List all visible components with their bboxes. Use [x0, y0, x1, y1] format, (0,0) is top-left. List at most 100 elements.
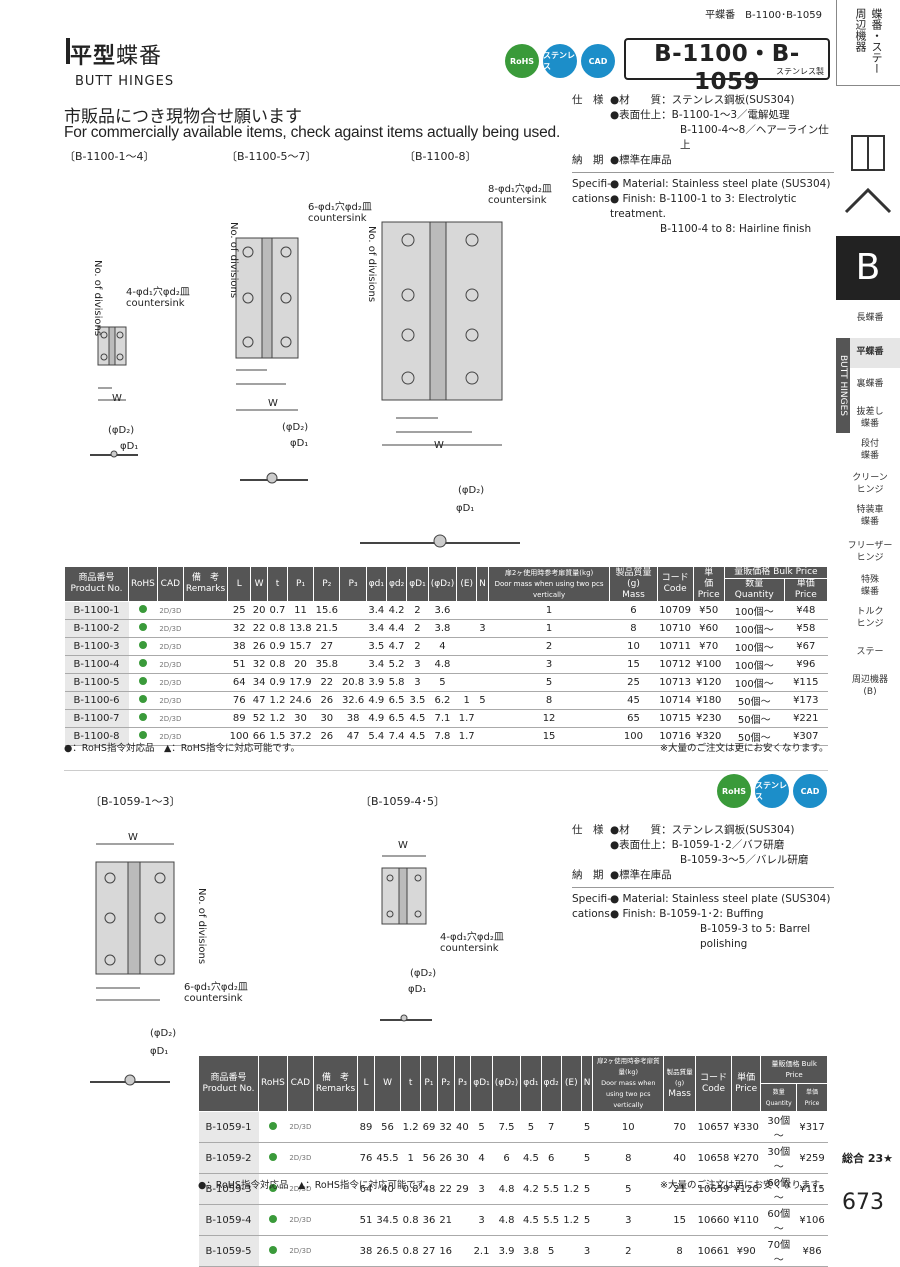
table-cell: 100個～ [724, 655, 785, 674]
table-cell: 100個～ [724, 673, 785, 692]
table-cell: 34 [250, 673, 268, 692]
cad-cell: 2D/3D [287, 1204, 314, 1236]
table-cell: 20 [287, 655, 314, 674]
col-header: P₃ [339, 566, 367, 602]
table-cell [476, 655, 489, 674]
table-cell: 38 [227, 637, 251, 656]
cad-badge-icon[interactable]: CAD [793, 774, 827, 808]
table-cell: 22 [313, 673, 340, 692]
table-cell: 32.6 [339, 691, 367, 710]
cad-cell: 2D/3D [287, 1111, 314, 1143]
sidebar-item[interactable]: クリーン ヒンジ [852, 473, 888, 495]
cad-cell: 2D/3D [157, 601, 184, 620]
drawing-label: 〔B-1100-1～4〕 [64, 150, 155, 163]
spec-label: 仕 様 [572, 94, 604, 106]
col-header: 商品番号 [78, 573, 115, 583]
table-cell [456, 619, 477, 638]
cad-badge-icon[interactable]: CAD [581, 44, 615, 78]
rohs-cell [128, 655, 158, 674]
table-cell: 64 [227, 673, 251, 692]
product-number-cell: B-1100-5 [64, 673, 129, 692]
table-cell: 3 [470, 1173, 493, 1205]
badge-group: RoHS ステンレス CAD [505, 44, 615, 78]
table-cell: 15.7 [287, 637, 314, 656]
table-cell: 32 [227, 619, 251, 638]
sidebar-item[interactable]: 裏蝶番 [856, 379, 884, 389]
spec-line: ●標準在庫品 [610, 869, 672, 881]
table-cell: 45.5 [374, 1142, 401, 1174]
spec-block-1: 仕 様●材 質：ステンレス鋼板(SUS304) ●表面仕上：B-1100-1～3… [572, 93, 834, 237]
col-header: 扉2ヶ使用時参考扉質量(kg) [596, 1057, 660, 1076]
rohs-cell [128, 709, 158, 728]
sidebar-item[interactable]: 段付 蝶番 [860, 439, 879, 461]
remarks-cell [183, 637, 228, 656]
table-cell: ¥120 [693, 673, 725, 692]
table-cell: ¥58 [784, 619, 828, 638]
sidebar-category: 蝶番・ステー [870, 8, 883, 74]
table-cell: 1 [488, 619, 610, 638]
col-header: CAD [156, 566, 184, 602]
sidebar-vtab: BUTT HINGES [836, 338, 850, 433]
spec-label: Specifi- cations [572, 178, 611, 205]
table-cell: 48 [420, 1173, 438, 1205]
sidebar-item[interactable]: 長蝶番 [856, 313, 884, 323]
col-header: 量販価格 Bulk Price [760, 1055, 828, 1084]
divisions-label: No. of divisions [366, 226, 377, 303]
col-header: Remarks [315, 1083, 356, 1094]
spec-line: B-1100-4 to 8: Hairline finish [660, 223, 812, 235]
table-cell: 5 [488, 673, 610, 692]
table-cell: 50個～ [724, 691, 785, 710]
col-header: (E) [456, 566, 478, 602]
table-cell: 1.2 [561, 1204, 582, 1236]
table-cell: 26 [313, 691, 340, 710]
col-header: (φD₂) [491, 1055, 522, 1112]
col-header: Mass [668, 1089, 691, 1099]
table-cell: 25 [227, 601, 251, 620]
col-header: P₁ [420, 1055, 438, 1112]
spec-line: ●材 質：ステンレス鋼板(SUS304) [610, 94, 795, 106]
table-cell: 10660 [695, 1204, 732, 1236]
sidebar-item[interactable]: トルク ヒンジ [856, 607, 884, 629]
table-cell: ¥106 [796, 1204, 828, 1236]
col-header: Door mass when using two pcs vertically [601, 1079, 656, 1109]
spec-line: B-1059-3 to 5: Barrel polishing [700, 923, 811, 950]
table-cell: 3 [406, 673, 429, 692]
sidebar-item[interactable]: 特装車 蝶番 [856, 505, 884, 527]
rohs-cell [258, 1235, 288, 1267]
table-cell: 40 [663, 1142, 696, 1174]
table-cell: 0.8 [400, 1173, 421, 1205]
col-header: 単価 Price [796, 1083, 828, 1112]
sidebar-item[interactable]: 抜差し 蝶番 [856, 407, 884, 429]
table-cell: 8 [609, 619, 658, 638]
sidebar-item[interactable]: 平蝶番 [856, 347, 884, 357]
remarks-cell [183, 619, 228, 638]
col-header: W [250, 566, 268, 602]
sidebar-item[interactable]: 特殊 蝶番 [860, 575, 879, 597]
dim-D1: φD₁ [408, 984, 427, 995]
sidebar-item[interactable]: フリーザー ヒンジ [847, 541, 893, 563]
table-cell: 56 [420, 1142, 438, 1174]
remarks-cell [313, 1173, 358, 1205]
divisions-label: No. of divisions [92, 260, 103, 337]
sidebar-item[interactable]: 周辺機器 (B) [851, 675, 888, 697]
table-cell: 60個～ [760, 1204, 797, 1236]
sidebar-item[interactable]: ステー [856, 647, 884, 657]
table-cell: 0.8 [400, 1204, 421, 1236]
rohs-cell [128, 619, 158, 638]
dim-D1: φD₁ [456, 503, 475, 514]
table-cell: 0.8 [267, 619, 288, 638]
spec-line: ●標準在庫品 [610, 154, 672, 166]
table-cell: 3.5 [366, 637, 387, 656]
table-cell: ¥70 [693, 637, 725, 656]
cad-cell: 2D/3D [287, 1173, 314, 1205]
section-letter: B [836, 236, 900, 300]
table-cell: 2 [406, 637, 429, 656]
table-cell: 1 [400, 1142, 421, 1174]
table-cell: 89 [357, 1111, 375, 1143]
